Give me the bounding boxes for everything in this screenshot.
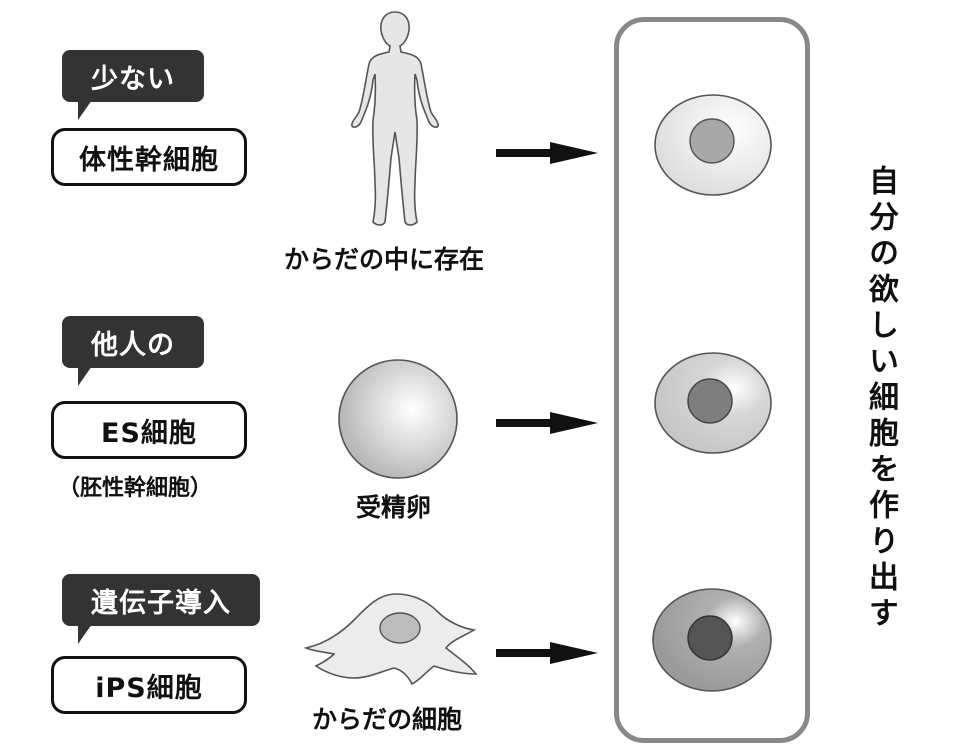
result-panel [614, 17, 810, 743]
bubble-few-text: 少ない [91, 63, 175, 95]
result-cell-3-icon [652, 588, 772, 692]
bubble-others-text: 他人の [91, 329, 175, 361]
arrow-right-2 [496, 412, 598, 434]
es-cell-subtitle: （胚性幹細胞） [58, 476, 213, 501]
box-es-cell: ES細胞 [51, 401, 247, 459]
result-vertical-label: 自分の欲しい細胞を作り出す [863, 165, 898, 633]
box-es-cell-text: ES細胞 [101, 417, 197, 449]
bubble-gene-transfer-text: 遺伝子導入 [91, 587, 231, 619]
bubble-others: 他人の [62, 316, 204, 386]
caption-fertilized-egg: 受精卵 [356, 493, 432, 522]
arrow-right-1 [496, 142, 598, 164]
fertilized-egg-icon [338, 359, 458, 479]
bubble-gene-transfer: 遺伝子導入 [62, 574, 260, 644]
result-cell-1-icon [654, 94, 772, 196]
caption-in-body: からだの中に存在 [284, 245, 485, 274]
caption-body-cell: からだの細胞 [312, 705, 463, 734]
bubble-few: 少ない [62, 50, 204, 120]
human-body-icon [351, 11, 439, 226]
arrow-right-3 [496, 642, 598, 664]
box-ips-cell-text: iPS細胞 [95, 672, 203, 704]
box-somatic-stem-cell-text: 体性幹細胞 [79, 144, 219, 176]
result-cell-2-icon [654, 352, 772, 454]
box-somatic-stem-cell: 体性幹細胞 [51, 128, 247, 186]
body-cell-icon [303, 593, 478, 686]
box-ips-cell: iPS細胞 [51, 656, 247, 714]
